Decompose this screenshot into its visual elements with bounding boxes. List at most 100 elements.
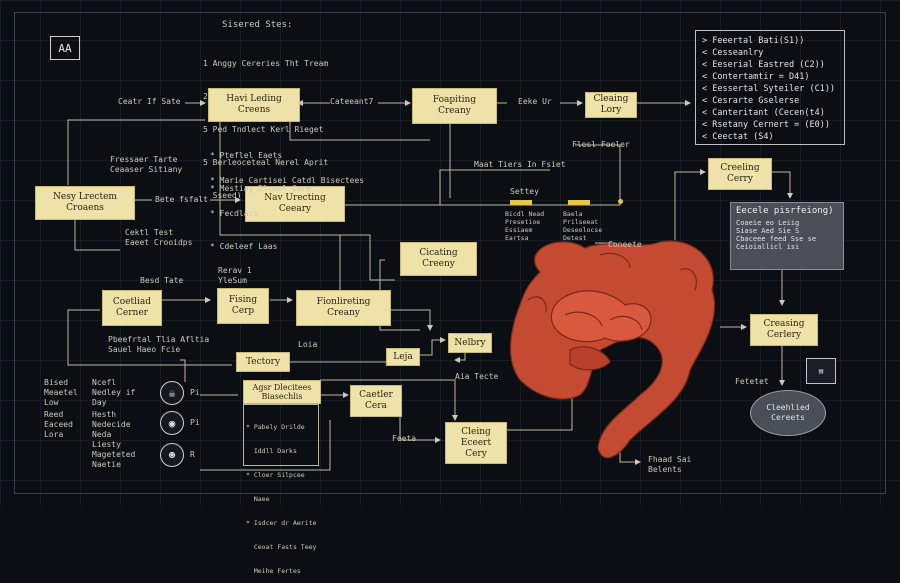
row-label: Reed Eaceed Lora [44,410,73,439]
node-b11[interactable]: Leja [386,348,420,366]
marker-bar [568,200,590,205]
legend-line: < Canteritant (Cecen(t4) [702,108,825,118]
colon-illustration [510,240,716,459]
list-item: * Pabely Drilde [246,423,305,431]
row-label: Pi [190,388,200,397]
row-label: Bised Meaetel Low [44,378,78,407]
marker-dot [618,199,623,204]
marker-bar [510,200,532,205]
info-panel: Eecele pisrfeiong) Coaeie eo Leiig Siase… [730,202,844,270]
node-label: Eceert [460,437,492,448]
header-item: 5 Ped Tndlect Kerl Rieget [203,125,324,134]
list-item: Ceoat Fasts Teey [246,543,317,551]
list-item: Iddll Darks [246,447,297,455]
edge-label: Loia [298,340,318,349]
node-label: Cicating [419,248,458,258]
connector-lines [67,100,793,471]
list-item: * Cloer Silpcee [246,471,305,479]
panel-glyph-icon: ▤ [806,358,836,384]
bullet-list: * Marie Cartisei Catdl Bisectees * Fecdl… [210,153,364,263]
node-label: Cleing [461,426,491,437]
node-label: Lory [600,105,622,115]
panel-line: Cbaceee feed Sse se [736,235,817,243]
node-label: Foapiting [432,95,477,105]
list-item: * Pteflel Eaets [210,151,283,160]
node-label: Cleehlied [766,403,810,412]
edge-label: Flesl Foeler [572,140,630,149]
node-label: Fising [228,295,258,305]
legend-line: < Rsetany Cernert = (E0)) [702,120,830,130]
edge-label: Besd Tate [140,276,184,285]
node-label: Fionlireting [316,297,371,307]
panel-line: Coaeie eo Leiig [736,219,800,227]
edge-label: Feeta [392,434,417,443]
node-b12[interactable]: Nelbry [448,333,492,353]
node-label: Havi Leding [226,94,282,104]
node-label: Creeny [422,259,455,269]
node-label: Leja [393,351,413,362]
list-item: Naee [246,495,270,503]
edge-label: Cateeant7 [330,97,374,106]
edge-label: Cektl Test Eaeet Crooidps [125,228,193,247]
panel-title: Eecele pisrfeiong) [736,206,834,216]
row-label: Pi [190,418,200,427]
list-item: Meihe Fertes [246,567,301,575]
legend-line: < Eessertal Syteiler (C1)) [702,84,836,94]
node-label: Cerp [231,306,255,316]
node-label: Coetliad [112,297,152,307]
bullet-list: * Pteflel Eaets * Mestiay Rlcool Care [210,128,311,205]
node-label: Cerner [116,308,148,318]
header-item: 5 Berleoceteal Nerel Aprit [203,158,329,167]
panel-line: Siase Aed Sie S [736,227,800,235]
node-label: Tectory [245,356,281,367]
edge-label: Maat Tiers In Fsiet [474,160,566,169]
edge-label: Rerav 1 YleSum [218,266,252,285]
skull-bone-icon: ☠ [160,381,184,405]
legend-line: < Contertamtir = D41) [702,72,810,82]
node-label: Cery [465,448,487,459]
edge-label: Settey [510,187,539,196]
node-label: Cereets [771,413,805,422]
sub-label: Bicdl Nead Presetioe Essiaem Eartsa [505,210,545,242]
node-label: Biasechlis [261,392,303,401]
edge-label: Fressaer Tarte Ceaaser Sitiany [110,155,183,174]
node-b10[interactable]: Tectory [236,352,290,372]
legend-line: < Ceectat (S4) [702,132,774,142]
node-label: Ceeary [278,204,312,214]
node-label: Nelbry [454,337,486,348]
node-label: Creany [438,106,471,116]
list-item: * Cdeleef Laas [210,242,278,251]
skull-icon: ☻ [160,443,184,467]
terminal-node[interactable]: Cleehlied Cereets [750,390,826,436]
edge-label: Ceatr If Sate [118,97,181,106]
sphere-icon: ◉ [160,411,184,435]
list-item: * Marie Cartisei Catdl Bisectees [210,176,365,185]
edge-label: Bete fsfalt [155,195,208,204]
node-label: Croaens [66,203,104,213]
header-item: 1 Anggy Cereries Tht Tream [203,59,329,68]
node-label: Cleaing [593,94,629,104]
legend-box: > Feeertal Bati(S1)) < Cesseanlry < Eese… [695,30,845,145]
node-label: Caetler [359,390,393,400]
node-label: Creens [237,105,271,115]
node-label: Nav Urecting [264,193,326,203]
edge-label: Eeke Ur [518,97,552,106]
row-label: Liesty Mageteted Naetie [92,440,136,469]
node-label: Agsr Dlecitees [252,383,312,392]
agsr-list: * Pabely Drilde Iddll Darks * Cloer Silp… [243,404,319,575]
row-label: Hesth Nedecide Neda [92,410,131,439]
